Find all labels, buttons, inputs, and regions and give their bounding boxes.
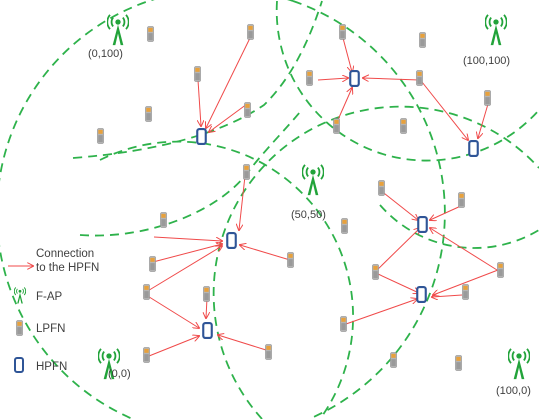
- coverage-boundary-7: [379, 204, 539, 249]
- connection-arrow-11: [152, 244, 222, 263]
- connection-arrow-7: [421, 81, 468, 140]
- lpfn-mobile-phone-icon-26: [372, 264, 379, 280]
- connection-arrow-13: [145, 246, 222, 293]
- hpfn-smartphone-icon-6: [202, 322, 213, 339]
- lpfn-mobile-phone-icon-2: [194, 66, 201, 82]
- legend-fap: F-AP: [36, 291, 63, 303]
- hpfn-smartphone-icon-5: [416, 286, 427, 303]
- legend: Connection to the HPFN F-AP LPFN HPFN: [8, 248, 99, 373]
- lpfn-mobile-phone-icon-10: [203, 286, 210, 302]
- connection-arrow-5: [363, 78, 420, 80]
- lpfn-mobile-phone-icon-25: [462, 284, 469, 300]
- lpfn-mobile-phone-icon-12: [265, 344, 272, 360]
- connection-arrow-10: [153, 236, 222, 241]
- lpfn-mobile-phone-icon-17: [333, 118, 340, 134]
- connection-arrow-8: [478, 103, 489, 138]
- connection-arrow-24: [432, 295, 463, 297]
- connection-arrow-19: [430, 204, 464, 220]
- lpfn-mobile-phone-icon-29: [455, 355, 462, 371]
- fap-antenna-tower-icon-2: [302, 164, 324, 196]
- lpfn-mobile-phone-icon-27: [340, 316, 347, 332]
- connection-arrow-16: [148, 336, 199, 357]
- connection-arrow-3: [342, 37, 352, 72]
- lpfn-mobile-phone-icon-15: [306, 70, 313, 86]
- lpfn-mobile-phone-icon-0: [147, 26, 154, 42]
- fap-antenna-tower-icon-4: [508, 348, 530, 380]
- lpfn-mobile-phone-icon-11: [143, 347, 150, 363]
- legend-mobile-phone-icon: [16, 320, 23, 336]
- lpfn-mobile-phone-icon-16: [416, 70, 423, 86]
- hpfn-smartphone-icon-3: [417, 216, 428, 233]
- connection-arrow-18: [379, 189, 418, 220]
- connection-arrow-17: [218, 335, 267, 351]
- lpfn-mobile-phone-icon-19: [484, 90, 491, 106]
- coverage-boundary-4: [79, 111, 301, 237]
- connection-arrows: [145, 37, 499, 357]
- lpfn-mobile-phone-icon-24: [497, 262, 504, 278]
- connection-arrow-23: [345, 299, 417, 325]
- legend-connection-line2: to the HPFN: [36, 262, 99, 274]
- lpfn-mobile-phone-icon-13: [339, 24, 346, 40]
- connection-arrow-0: [206, 37, 251, 128]
- lpfn-mobile-phone-icon-3: [145, 106, 152, 122]
- legend-antenna-tower-icon: [14, 287, 26, 304]
- legend-lpfn: LPFN: [36, 323, 65, 335]
- hpfn-smartphone-icon-2: [468, 140, 479, 157]
- lpfn-mobile-phone-icon-5: [244, 102, 251, 118]
- lpfn-mobile-phone-icon-1: [247, 24, 254, 40]
- hpfn-smartphone-icon-1: [349, 70, 360, 87]
- lpfn-mobile-phone-icon-9: [143, 284, 150, 300]
- connection-arrow-21: [377, 273, 419, 293]
- lpfn-mobile-phone-icon-8: [149, 256, 156, 272]
- coverage-boundary-2: [72, 0, 323, 159]
- lpfn-mobile-phone-icon-28: [390, 352, 397, 368]
- connection-arrow-6: [336, 88, 352, 123]
- devices: [97, 14, 530, 380]
- coverage-boundary-1: [292, 0, 446, 419]
- lpfn-mobile-phone-icon-22: [378, 180, 385, 196]
- legend-smartphone-icon: [14, 357, 24, 373]
- fap-antenna-tower-icon-0: [107, 14, 129, 46]
- connection-arrow-4: [317, 78, 348, 80]
- connection-arrow-25: [430, 228, 498, 271]
- coverage-boundary-3: [275, 0, 539, 162]
- lpfn-mobile-phone-icon-6: [243, 164, 250, 180]
- connection-arrow-20: [374, 228, 420, 273]
- connection-arrow-14: [145, 294, 199, 328]
- fap-label-center: (50,50): [291, 209, 326, 221]
- coverage-boundary-0: [0, 0, 309, 419]
- legend-hpfn: HPFN: [36, 361, 67, 373]
- fap-label-bottom-left: (0,0): [108, 368, 131, 380]
- lpfn-mobile-phone-icon-23: [458, 192, 465, 208]
- lpfn-mobile-phone-icon-20: [287, 252, 294, 268]
- connection-arrow-12: [240, 245, 291, 261]
- lpfn-mobile-phone-icon-21: [341, 218, 348, 234]
- coverage-boundary-6: [212, 105, 539, 419]
- lpfn-mobile-phone-icon-4: [97, 128, 104, 144]
- hpfn-smartphone-icon-4: [226, 232, 237, 249]
- fap-label-bottom-right: (100,0): [496, 385, 531, 397]
- fap-label-top-right: (100,100): [463, 55, 510, 67]
- lpfn-mobile-phone-icon-14: [419, 32, 426, 48]
- legend-connection-line1: Connection: [36, 248, 94, 260]
- coverage-boundary-5: [99, 140, 354, 419]
- lpfn-mobile-phone-icon-18: [400, 118, 407, 134]
- lpfn-mobile-phone-icon-7: [160, 212, 167, 228]
- fap-label-top-left: (0,100): [88, 48, 123, 60]
- connection-arrow-1: [198, 79, 201, 126]
- hpfn-smartphone-icon-0: [196, 128, 207, 145]
- fap-antenna-tower-icon-1: [485, 14, 507, 46]
- connection-arrow-2: [209, 103, 248, 132]
- connection-arrow-22: [433, 269, 499, 295]
- connection-arrow-9: [239, 175, 246, 230]
